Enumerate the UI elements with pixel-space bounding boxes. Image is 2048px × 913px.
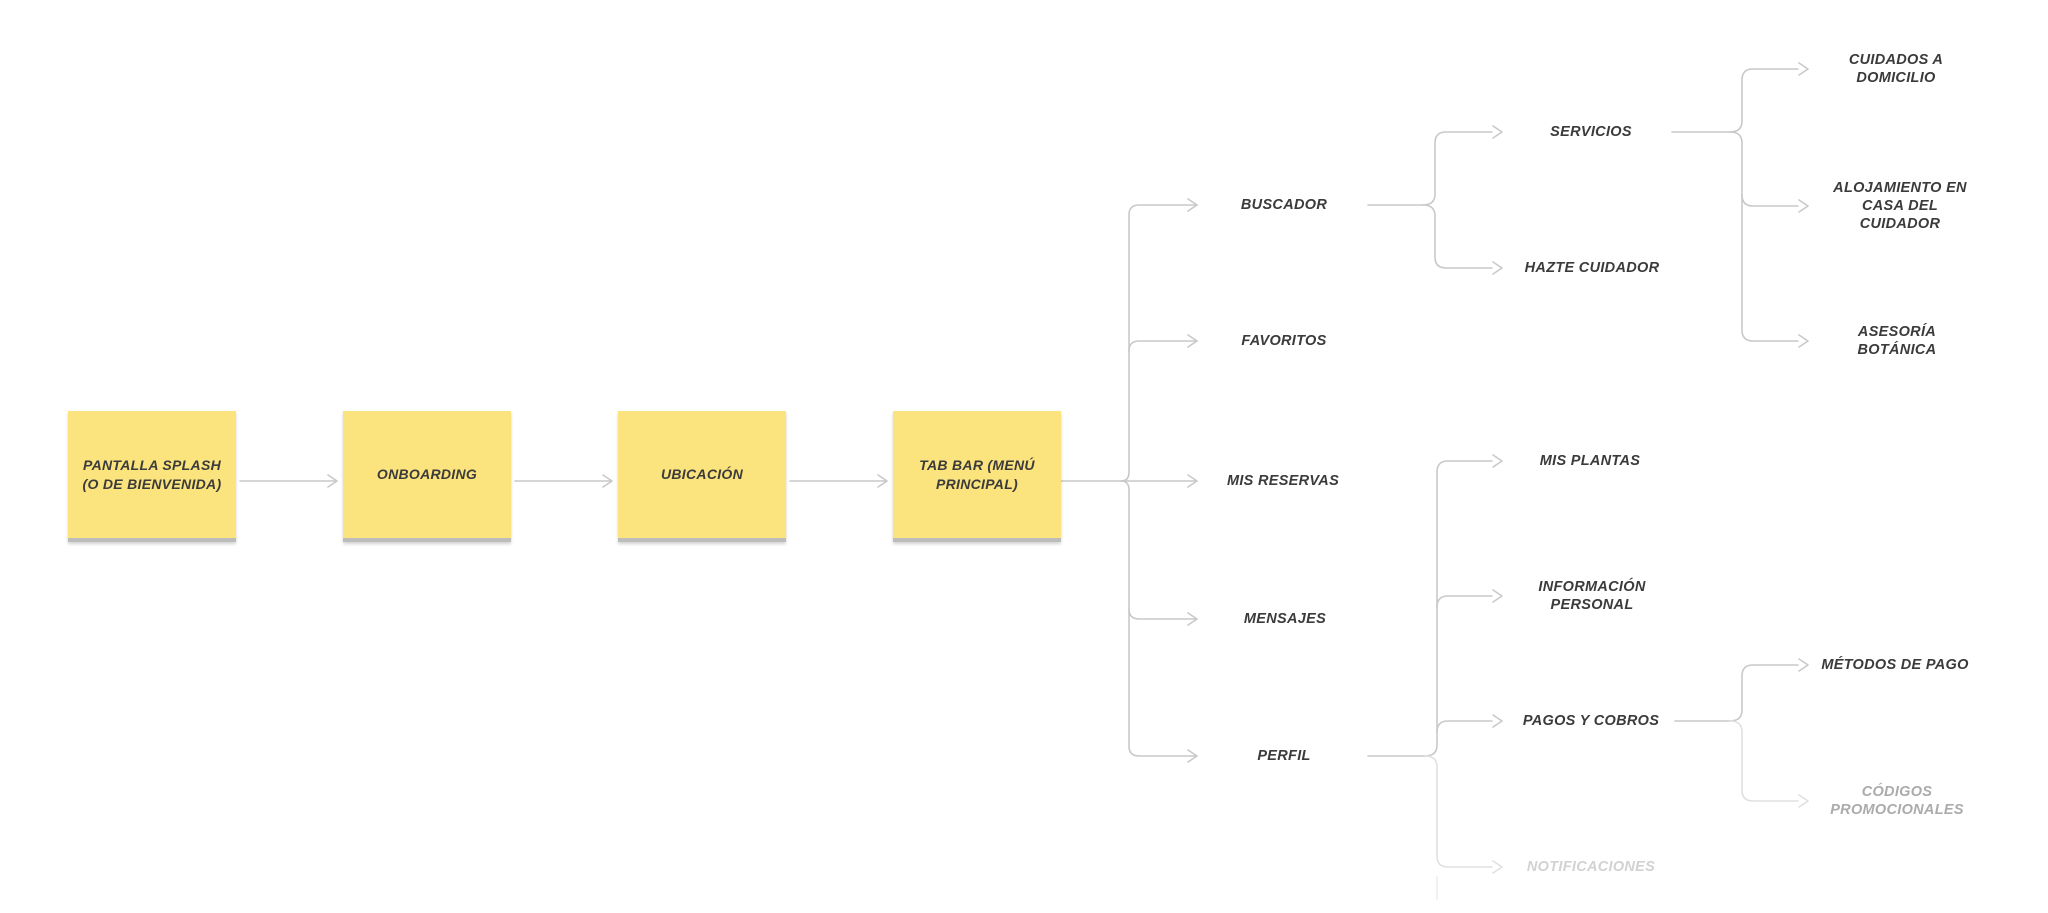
node-informacion-personal[interactable]: INFORMACIÓN PERSONAL [1538, 578, 1646, 613]
sticky-pantalla-splash[interactable]: PANTALLA SPLASH (O DE BIENVENIDA) [68, 411, 236, 542]
connector-tabbar-favoritos [1128, 334, 1198, 352]
connector-tabbar-buscador [1120, 198, 1198, 482]
connector-servicios-asesoria [1729, 131, 1809, 348]
node-notificaciones[interactable]: NOTIFICACIONES [1526, 858, 1656, 875]
buscador-branches [1367, 125, 1503, 275]
pagos-branches [1674, 658, 1809, 808]
node-mensajes[interactable]: MENSAJES [1243, 610, 1327, 627]
node-pagos-y-cobros[interactable]: PAGOS Y COBROS [1522, 712, 1660, 729]
connector-perfil-misplantas [1424, 454, 1503, 757]
connector-servicios-alojamiento [1741, 194, 1809, 213]
connector-pagos-codigos [1729, 720, 1809, 808]
arrow-splash-onboarding [239, 474, 338, 488]
sticky-tab-bar[interactable]: TAB BAR (MENÚ PRINCIPAL) [893, 411, 1061, 542]
node-metodos-de-pago[interactable]: MÉTODOS DE PAGO [1821, 656, 1969, 673]
connector-pagos-metodos [1729, 658, 1809, 722]
connector-perfil-pagos [1436, 714, 1503, 733]
sticky-label: PANTALLA SPLASH (O DE BIENVENIDA) [82, 457, 222, 492]
node-perfil[interactable]: PERFIL [1257, 747, 1311, 764]
node-hazte-cuidador[interactable]: HAZTE CUIDADOR [1524, 259, 1660, 276]
node-mis-reservas[interactable]: MIS RESERVAS [1226, 472, 1340, 489]
connector-buscador-haztecuidador [1422, 204, 1503, 275]
connector-perfil-informacion [1436, 589, 1503, 608]
sticky-onboarding[interactable]: ONBOARDING [343, 411, 511, 542]
servicios-branches [1671, 62, 1809, 348]
connector-tabbar-perfil [1120, 480, 1198, 763]
node-cuidados-a-domicilio[interactable]: CUIDADOS A DOMICILIO [1848, 51, 1944, 86]
node-buscador[interactable]: BUSCADOR [1240, 196, 1328, 213]
node-servicios[interactable]: SERVICIOS [1550, 123, 1632, 140]
connector-tabbar-misreservas [1060, 474, 1198, 488]
arrow-onboarding-ubicacion [514, 474, 613, 488]
connector-buscador-servicios [1422, 125, 1503, 206]
sticky-label: TAB BAR (MENÚ PRINCIPAL) [919, 457, 1035, 492]
node-alojamiento[interactable]: ALOJAMIENTO EN CASA DEL CUIDADOR [1833, 179, 1967, 233]
node-mis-plantas[interactable]: MIS PLANTAS [1539, 452, 1641, 469]
sticky-ubicacion[interactable]: UBICACIÓN [618, 411, 786, 542]
sticky-label: UBICACIÓN [660, 466, 744, 483]
node-asesoria-botanica[interactable]: ASESORÍA BOTÁNICA [1857, 323, 1937, 358]
node-favoritos[interactable]: FAVORITOS [1241, 332, 1327, 349]
perfil-branches [1367, 454, 1503, 900]
node-codigos-promocionales[interactable]: CÓDIGOS PROMOCIONALES [1830, 783, 1964, 818]
tabbar-branches [1060, 198, 1198, 763]
arrow-ubicacion-tabbar [789, 474, 888, 488]
connector-servicios-cuidados [1729, 62, 1809, 133]
connector-perfil-notificaciones [1424, 755, 1503, 874]
sticky-label: ONBOARDING [376, 466, 478, 483]
flow-step-arrows [239, 474, 888, 488]
connector-tabbar-mensajes [1128, 608, 1198, 626]
